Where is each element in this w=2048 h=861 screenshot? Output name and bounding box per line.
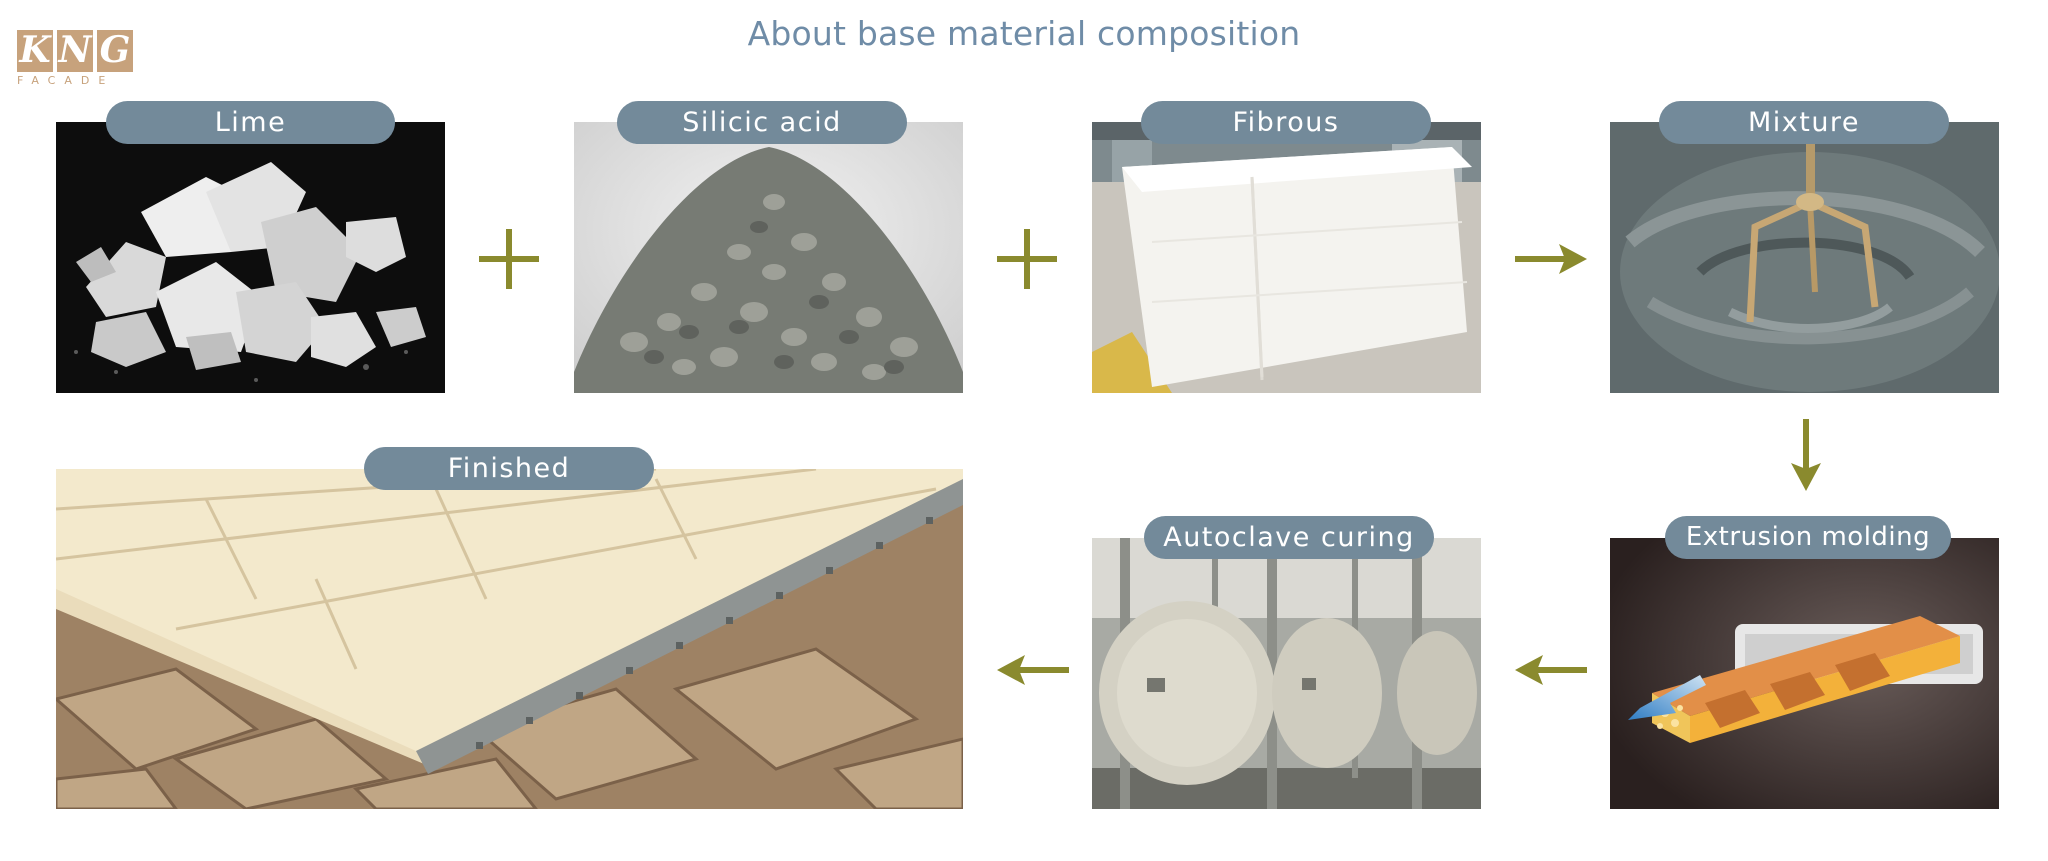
silicic-acid-photo bbox=[574, 122, 963, 393]
page-title: About base material composition bbox=[747, 14, 1301, 53]
arrow-left-icon bbox=[997, 655, 1069, 685]
logo-letter-n: N bbox=[58, 29, 92, 71]
plus-icon bbox=[479, 229, 539, 289]
step-label-fibrous: Fibrous bbox=[1141, 101, 1431, 144]
logo-subtitle: FACADE bbox=[17, 74, 115, 87]
arrow-down-icon bbox=[1791, 419, 1821, 491]
arrow-left-icon bbox=[1515, 655, 1587, 685]
logo-letter-g: G bbox=[99, 29, 131, 71]
step-label-silicic-acid: Silicic acid bbox=[617, 101, 907, 144]
logo-letter-k: K bbox=[19, 29, 51, 71]
step-label-mixture: Mixture bbox=[1659, 101, 1949, 144]
finished-photo bbox=[56, 469, 963, 809]
arrow-right-icon bbox=[1515, 244, 1587, 274]
logo-box-g bbox=[97, 30, 133, 72]
step-label-autoclave-curing: Autoclave curing bbox=[1144, 516, 1434, 559]
autoclave-curing-photo bbox=[1092, 538, 1481, 809]
fibrous-photo bbox=[1092, 122, 1481, 393]
step-label-lime: Lime bbox=[106, 101, 395, 144]
extrusion-molding-illustration bbox=[1610, 538, 1999, 809]
mixture-photo bbox=[1610, 122, 1999, 393]
step-label-finished: Finished bbox=[364, 447, 654, 490]
lime-photo bbox=[56, 122, 445, 393]
kng-facade-logo: K N G FACADE bbox=[17, 29, 137, 87]
logo-box-n bbox=[57, 30, 93, 72]
step-label-extrusion-molding: Extrusion molding bbox=[1665, 516, 1951, 559]
plus-icon bbox=[997, 229, 1057, 289]
logo-box-k bbox=[17, 30, 53, 72]
